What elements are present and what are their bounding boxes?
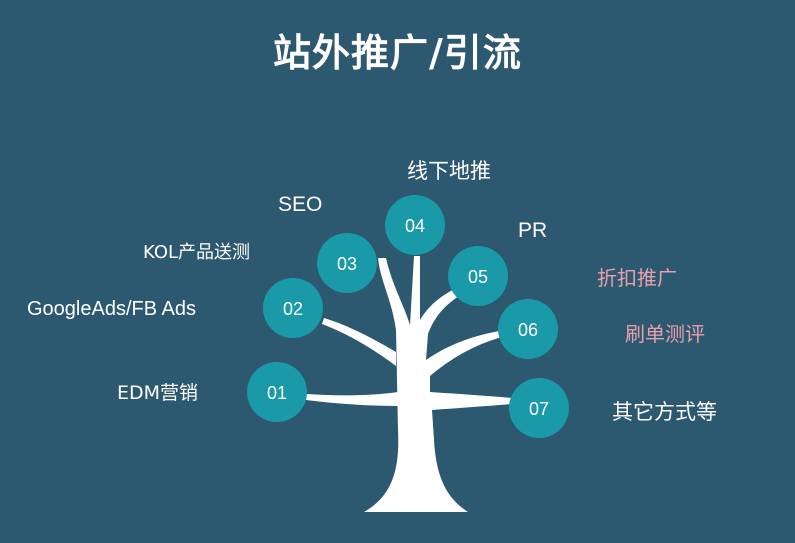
node-circle bbox=[498, 299, 558, 359]
label-order-review: 刷单测评 bbox=[625, 322, 705, 346]
node-circle bbox=[509, 378, 569, 438]
page-title: 站外推广/引流 bbox=[273, 31, 522, 75]
label-pr: PR bbox=[518, 219, 548, 242]
node-02: 02 bbox=[263, 278, 323, 338]
node-06: 06 bbox=[498, 299, 558, 359]
label-kol: KOL产品送测 bbox=[143, 242, 251, 263]
tree-trunk bbox=[364, 256, 512, 512]
node-04: 04 bbox=[385, 195, 445, 255]
node-number: 05 bbox=[468, 267, 488, 287]
node-03: 03 bbox=[317, 233, 377, 293]
label-seo: SEO bbox=[278, 193, 323, 216]
node-circle bbox=[385, 195, 445, 255]
node-circle bbox=[317, 233, 377, 293]
tree-branch-left-lower bbox=[306, 392, 398, 406]
node-number: 07 bbox=[529, 399, 549, 419]
tree-branches bbox=[306, 256, 512, 512]
node-number: 02 bbox=[283, 299, 303, 319]
label-discount-promotion: 折扣推广 bbox=[597, 266, 677, 290]
node-circle bbox=[448, 246, 508, 306]
node-circle bbox=[263, 278, 323, 338]
node-number: 04 bbox=[405, 216, 425, 236]
label-googleads-fb-ads: GoogleAds/FB Ads bbox=[27, 298, 196, 320]
node-number: 03 bbox=[337, 254, 357, 274]
node-07: 07 bbox=[509, 378, 569, 438]
node-05: 05 bbox=[448, 246, 508, 306]
node-number: 01 bbox=[267, 383, 287, 403]
node-circle bbox=[247, 362, 307, 422]
node-number: 06 bbox=[518, 320, 538, 340]
tree-branch-left-upper bbox=[322, 318, 396, 366]
label-offline: 线下地推 bbox=[407, 159, 491, 183]
label-other: 其它方式等 bbox=[612, 400, 717, 424]
node-01: 01 bbox=[247, 362, 307, 422]
label-edm: EDM营销 bbox=[117, 382, 199, 404]
